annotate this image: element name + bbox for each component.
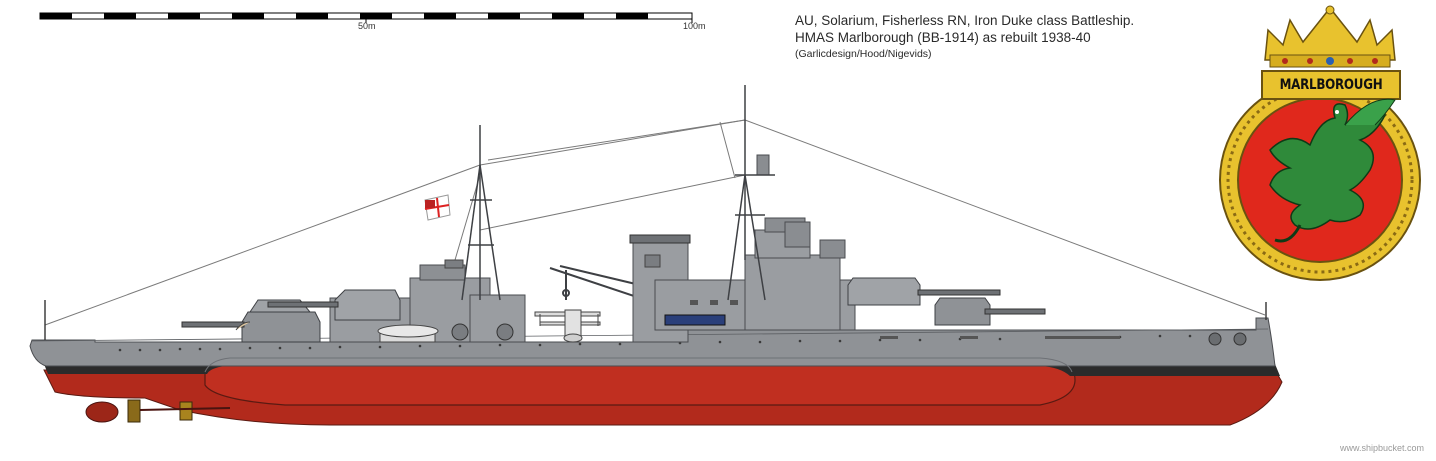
aft-turrets (181, 289, 401, 343)
bridge (744, 154, 846, 331)
credits: (Garlicdesign/Hood/Nigevids) (795, 48, 932, 60)
scale-label-end: 100m (683, 21, 706, 31)
scale-bar (39, 12, 693, 23)
watermark: www.shipbucket.com (1339, 443, 1424, 453)
floatplane (534, 309, 601, 343)
forward-turrets (847, 277, 1046, 326)
crane (549, 265, 641, 300)
title-line-1: AU, Solarium, Fisherless RN, Iron Duke c… (795, 13, 1135, 28)
dragon-badge-icon (1269, 98, 1396, 243)
propellers (85, 399, 231, 423)
fore-mast (727, 85, 775, 301)
ship-badge (1219, 5, 1421, 281)
ensign-flag (424, 194, 451, 221)
rigging (44, 119, 1266, 326)
title-line-2: HMAS Marlborough (BB-1914) as rebuilt 19… (795, 30, 1091, 45)
aft-mast (461, 125, 501, 301)
scale-label-mid: 50m (358, 21, 376, 31)
flagstaffs (44, 300, 1267, 340)
title-block: AU, Solarium, Fisherless RN, Iron Duke c… (795, 12, 1134, 62)
secondary-guns (880, 336, 1120, 339)
badge-name: MARLBOROUGH (1279, 77, 1383, 93)
